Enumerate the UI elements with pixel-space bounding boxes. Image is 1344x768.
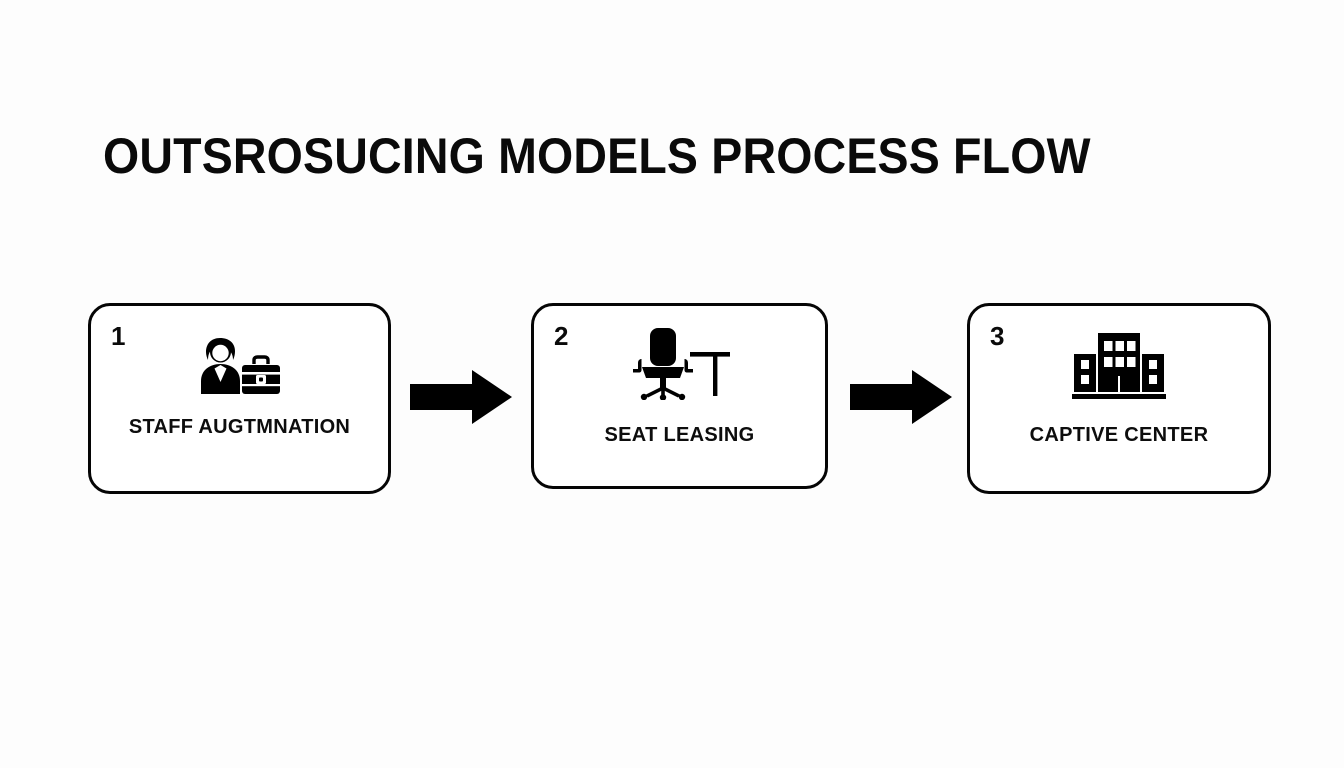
step-label-2: SEAT LEASING bbox=[604, 424, 755, 446]
process-step-1[interactable]: 1 bbox=[88, 303, 391, 494]
process-step-3[interactable]: 3 bbox=[967, 303, 1271, 494]
step-number-3: 3 bbox=[990, 321, 1005, 351]
arrow-right-icon bbox=[850, 370, 952, 424]
arrow-right-icon bbox=[410, 370, 512, 424]
step-label-3: CAPTIVE CENTER bbox=[1029, 424, 1209, 446]
step-number-1: 1 bbox=[111, 321, 126, 351]
process-step-2[interactable]: 2 bbox=[531, 303, 828, 489]
office-building-icon bbox=[970, 324, 1268, 400]
businessman-briefcase-icon bbox=[91, 324, 388, 396]
step-number-2: 2 bbox=[554, 321, 569, 351]
step-label-1: STAFF AUGTMNATION bbox=[128, 416, 351, 438]
office-chair-desk-icon bbox=[534, 322, 825, 400]
page-title: OUTSROSUCING MODELS PROCESS FLOW bbox=[103, 128, 1091, 184]
